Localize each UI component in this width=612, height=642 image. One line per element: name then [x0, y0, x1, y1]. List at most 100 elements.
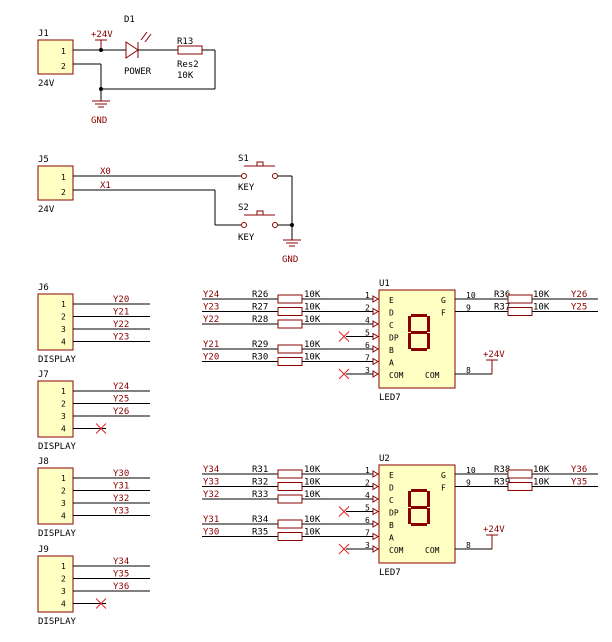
segment — [411, 314, 427, 317]
pin-number: 5 — [365, 504, 370, 513]
net-label: Y32 — [113, 494, 129, 504]
r13-name: Res2 — [177, 60, 199, 70]
resistor-ref: R34 — [252, 515, 268, 525]
resistor-value: 10K — [533, 478, 550, 488]
gnd-label: GND — [91, 116, 107, 126]
supply-label: +24V — [483, 525, 505, 535]
segment-label: D — [389, 484, 394, 493]
resistor-ref: R35 — [252, 528, 268, 538]
j1-value: 24V — [38, 79, 55, 89]
net-label: Y20 — [113, 295, 129, 305]
pin-arrow — [372, 507, 379, 516]
net-label: Y26 — [571, 290, 587, 300]
net-label: Y31 — [203, 515, 219, 525]
segment-label: F — [441, 484, 446, 493]
resistor-value: 10K — [304, 515, 321, 525]
pin-number: 6 — [365, 516, 370, 525]
net-label: Y34 — [203, 465, 219, 475]
display-value: LED7 — [379, 393, 401, 403]
pin-number: 7 — [365, 529, 370, 538]
net-label: Y35 — [571, 478, 587, 488]
display-value: LED7 — [379, 568, 401, 578]
s1-value: KEY — [238, 183, 255, 193]
net-label: Y35 — [113, 570, 129, 580]
net-label: Y31 — [113, 482, 129, 492]
pin-arrow — [372, 495, 379, 503]
resistor-ref: R38 — [494, 465, 510, 475]
pin-number: 1 — [365, 466, 370, 475]
no-connect-mark — [338, 543, 350, 555]
connector-pin: 1 — [61, 300, 66, 309]
segment-label: C — [389, 321, 394, 330]
pin-number: 10 — [466, 291, 476, 300]
net-label: Y30 — [203, 528, 219, 538]
resistor-ref: R28 — [252, 315, 268, 325]
resistor-value: 10K — [304, 315, 321, 325]
segment-label: B — [389, 346, 394, 355]
pin-number: 1 — [365, 291, 370, 300]
net-label: Y25 — [113, 395, 129, 405]
connector-pin: 4 — [61, 338, 66, 347]
pin-arrow — [372, 482, 379, 491]
resistor-ref: R30 — [252, 353, 268, 363]
x1-label: X1 — [100, 181, 111, 191]
no-connect-mark — [95, 598, 107, 609]
resistor-value: 10K — [533, 290, 550, 300]
segment-label: G — [441, 296, 446, 305]
net-label: Y32 — [203, 490, 219, 500]
j1-pin-1: 1 — [61, 47, 66, 56]
segment-label: DP — [389, 334, 399, 343]
segment-label: A — [389, 359, 394, 368]
connector-body — [37, 293, 74, 351]
segment-label: DP — [389, 509, 399, 518]
segment — [411, 331, 427, 334]
s1-ref: S1 — [238, 154, 249, 164]
j5-ref: J5 — [38, 155, 49, 165]
resistor-body — [277, 482, 303, 491]
pin-number: 9 — [466, 479, 471, 488]
net-label: Y21 — [113, 308, 129, 318]
s1-button — [256, 161, 264, 167]
j5-value: 24V — [38, 205, 55, 215]
net-label: Y23 — [113, 333, 129, 343]
connector-ref: J9 — [38, 545, 49, 555]
resistor-body — [507, 469, 533, 479]
junction-dot — [290, 223, 294, 227]
segment-label: F — [441, 309, 446, 318]
s2-button — [256, 210, 264, 216]
net-label: Y24 — [203, 290, 219, 300]
resistor-value: 10K — [304, 490, 321, 500]
resistor-body — [277, 469, 303, 479]
connector-pin: 3 — [61, 325, 66, 334]
pin-arrow — [372, 520, 379, 528]
no-connect-mark — [338, 331, 350, 342]
resistor-body — [277, 494, 303, 504]
power-section: J1 1 2 24V +24V D1 POWER R13 Res2 10K GN… — [37, 15, 216, 126]
resistor-body — [277, 319, 303, 329]
pin-number: 7 — [365, 354, 370, 363]
display-ref: U1 — [379, 279, 390, 289]
segment — [408, 508, 411, 524]
s2-contact-b — [272, 222, 278, 228]
segment-label: C — [389, 496, 394, 505]
connector-pin: 4 — [61, 425, 66, 434]
j5-pin-1: 1 — [61, 173, 66, 182]
connector-pin: 4 — [61, 600, 66, 609]
segment — [408, 333, 411, 349]
resistor-body — [277, 519, 303, 529]
resistor-ref: R26 — [252, 290, 268, 300]
net-label: Y21 — [203, 340, 219, 350]
segment-label: A — [389, 534, 394, 543]
j1-connector-body — [37, 39, 74, 75]
connector-body — [37, 467, 74, 525]
led-arrow-1 — [140, 31, 148, 41]
key-section: J5 1 2 24V X0 X1 S1 KEY S2 KEY GND — [37, 154, 301, 265]
net-label: Y30 — [113, 469, 129, 479]
resistor-body — [507, 307, 533, 316]
resistor-body — [277, 532, 303, 541]
key-gnd-label: GND — [282, 255, 298, 265]
segment — [411, 506, 427, 509]
net-label: Y26 — [113, 407, 129, 417]
